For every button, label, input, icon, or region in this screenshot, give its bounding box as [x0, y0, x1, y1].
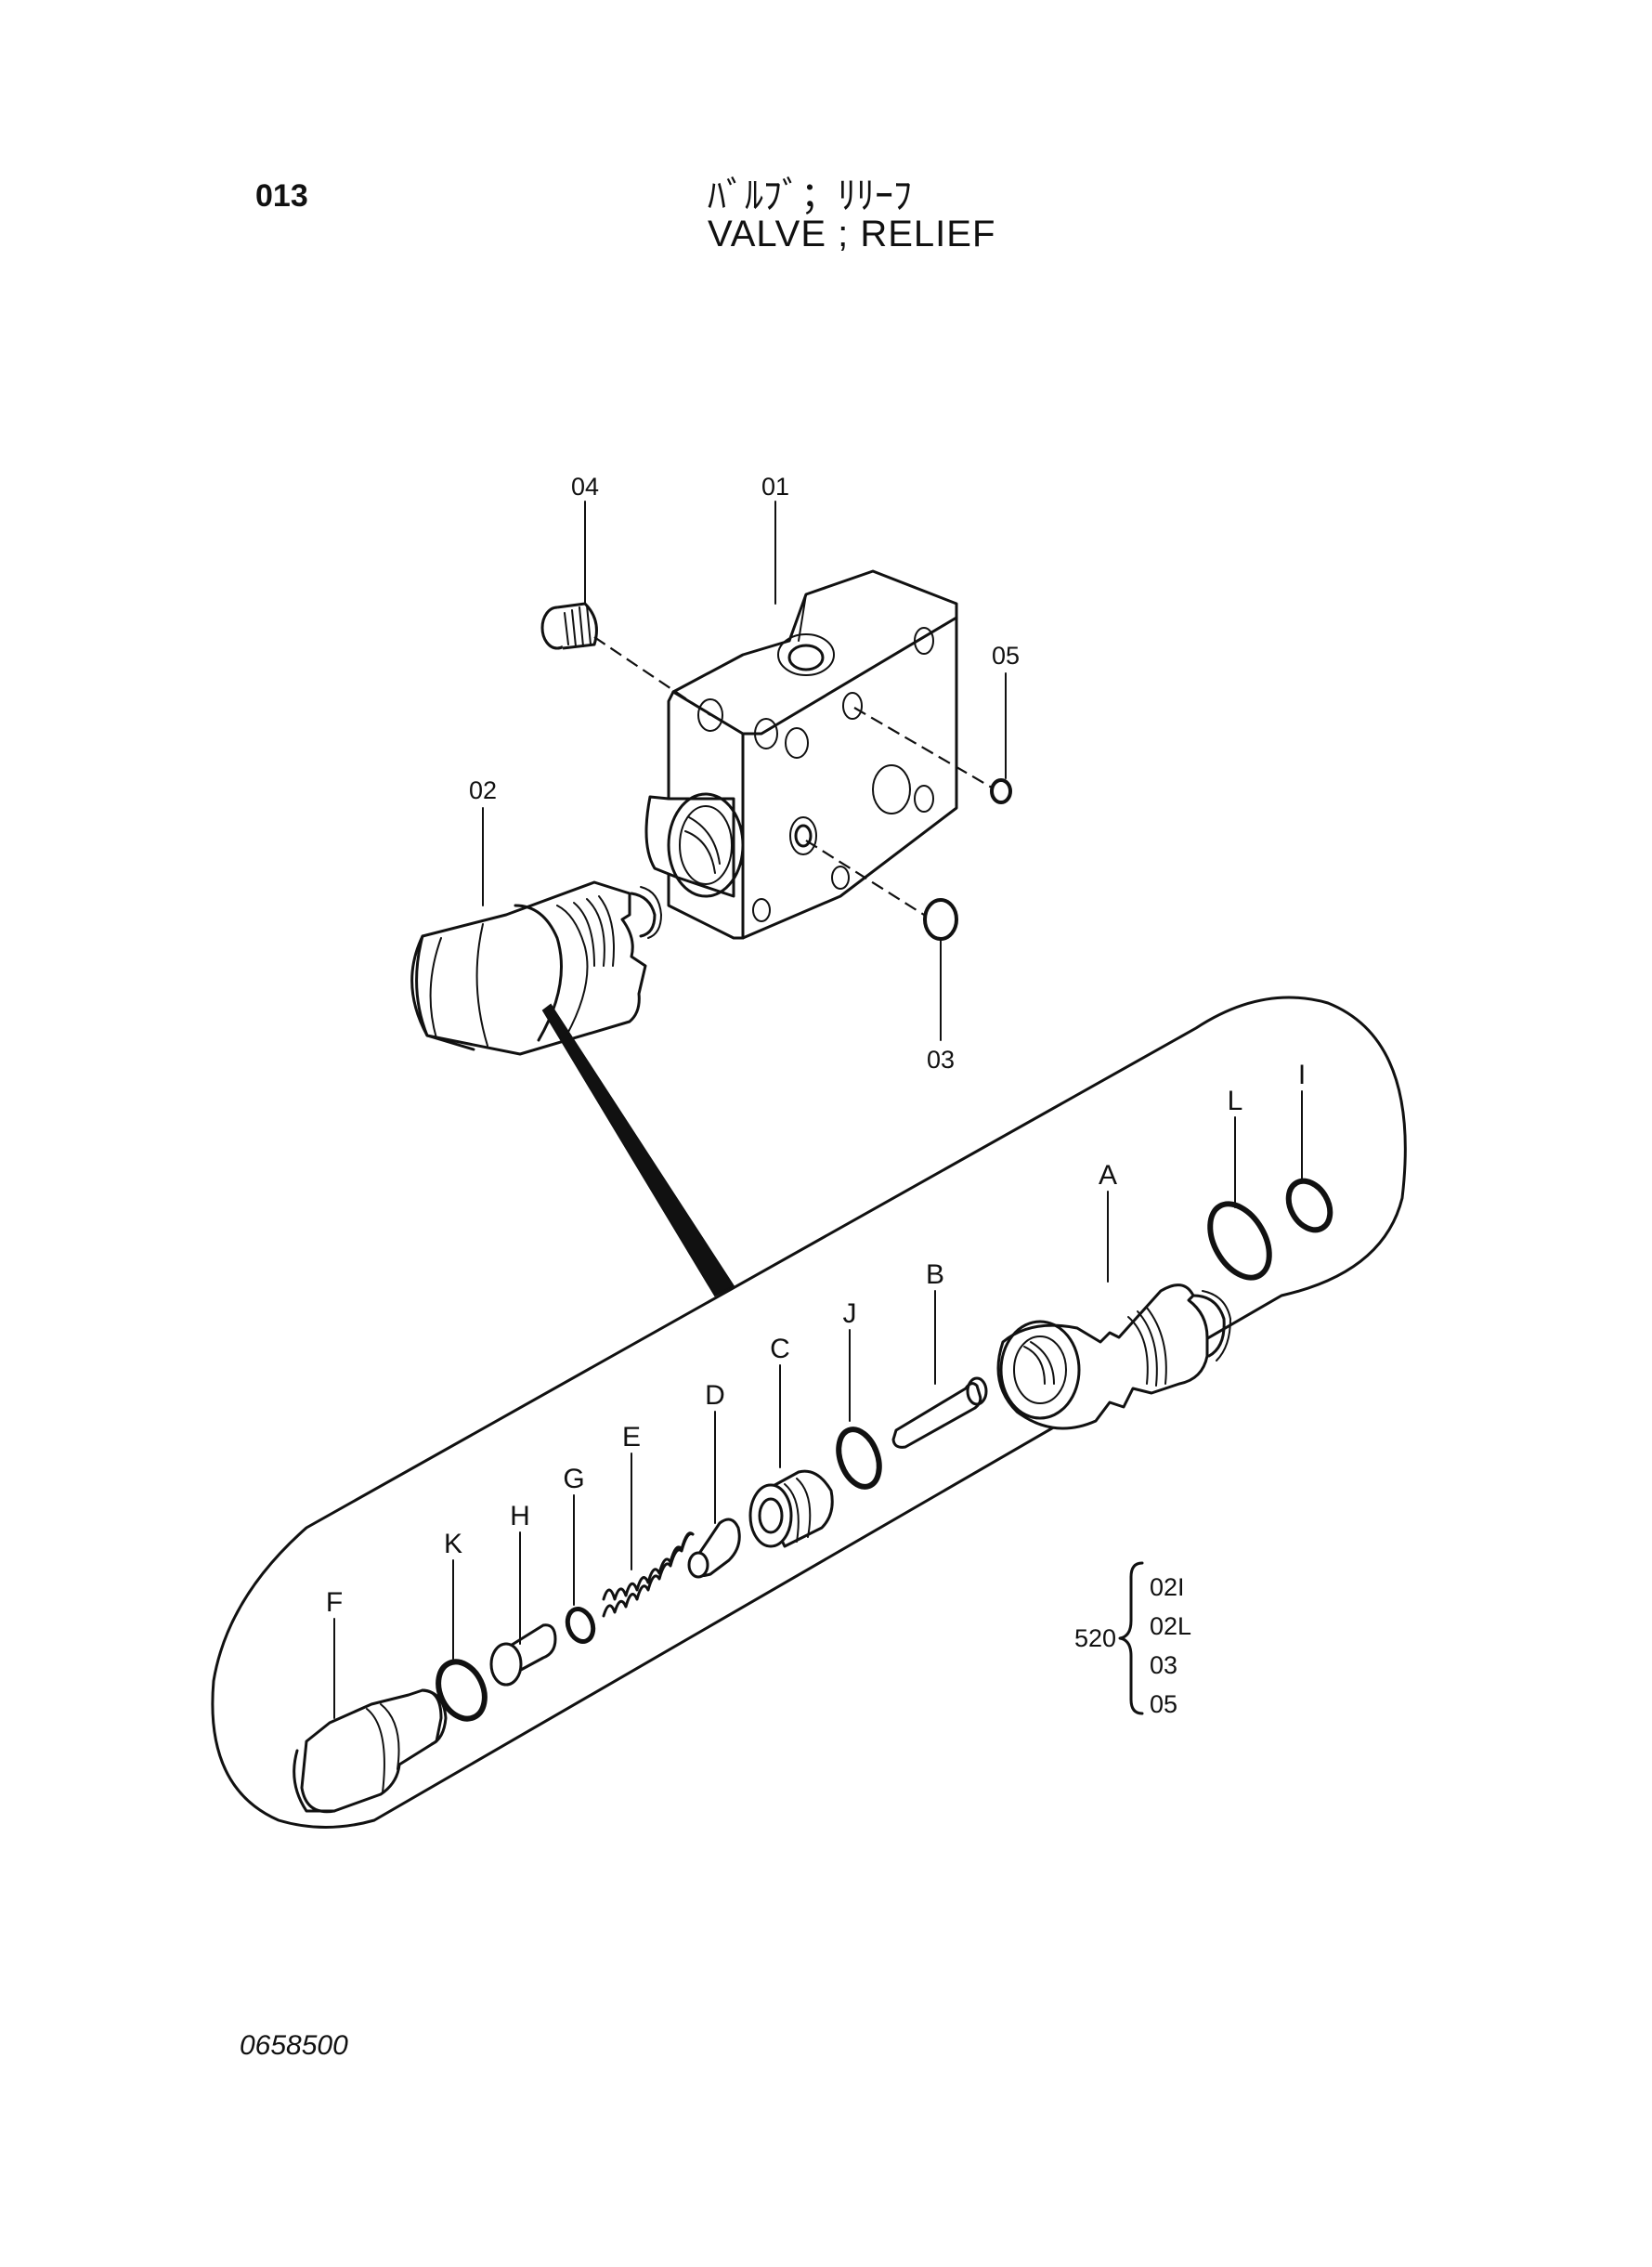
- callout-02: 02: [469, 776, 497, 804]
- part-l-ring: [1207, 1201, 1272, 1281]
- o-ring-03: [805, 840, 958, 1041]
- valve-block-01: [644, 569, 958, 940]
- part-e: [602, 1453, 695, 1618]
- label-g: G: [563, 1464, 584, 1494]
- label-d: D: [705, 1380, 725, 1411]
- kit-item: 03: [1150, 1651, 1177, 1679]
- label-l: L: [1228, 1086, 1243, 1116]
- label-k: K: [444, 1529, 462, 1559]
- detail-pointer: [541, 1003, 735, 1297]
- seal-kit-group: 520 02I 02L 03 05: [1074, 1561, 1191, 1718]
- title-japanese: ﾊﾞﾙﾌﾞ；ﾘﾘｰﾌ: [708, 176, 912, 216]
- label-i: I: [1298, 1060, 1306, 1090]
- part-g-washer: [565, 1607, 596, 1644]
- part-b: [891, 1290, 988, 1449]
- callout-04: 04: [571, 473, 599, 501]
- callout-01: 01: [761, 473, 789, 501]
- detail-enclosure: [211, 996, 1407, 1829]
- label-f: F: [326, 1587, 343, 1618]
- page-number: 013: [255, 178, 308, 214]
- drawing-number: 0658500: [240, 2030, 348, 2061]
- kit-number: 520: [1074, 1624, 1116, 1652]
- part-c: [748, 1364, 834, 1548]
- label-h: H: [510, 1501, 530, 1531]
- callout-03: 03: [927, 1046, 955, 1074]
- part-k-ring: [436, 1659, 488, 1722]
- callout-05: 05: [992, 642, 1020, 670]
- o-ring-05: [853, 672, 1012, 804]
- kit-item: 05: [1150, 1690, 1177, 1718]
- kit-brace: [1118, 1561, 1144, 1715]
- part-a: [996, 1191, 1231, 1430]
- part-d: [687, 1411, 741, 1579]
- part-h: [489, 1531, 557, 1687]
- label-c: C: [770, 1334, 790, 1364]
- relief-valve-02: [410, 807, 662, 1056]
- part-f: [293, 1618, 448, 1814]
- label-a: A: [1099, 1160, 1117, 1191]
- title-english: VALVE ; RELIEF: [708, 214, 996, 254]
- part-j-ring: [836, 1427, 882, 1490]
- label-e: E: [622, 1422, 641, 1453]
- kit-item: 02I: [1150, 1573, 1185, 1601]
- kit-item: 02L: [1150, 1612, 1191, 1640]
- plug-04: [540, 501, 711, 716]
- label-b: B: [926, 1259, 944, 1290]
- part-i-ring: [1285, 1178, 1333, 1233]
- label-j: J: [843, 1298, 857, 1329]
